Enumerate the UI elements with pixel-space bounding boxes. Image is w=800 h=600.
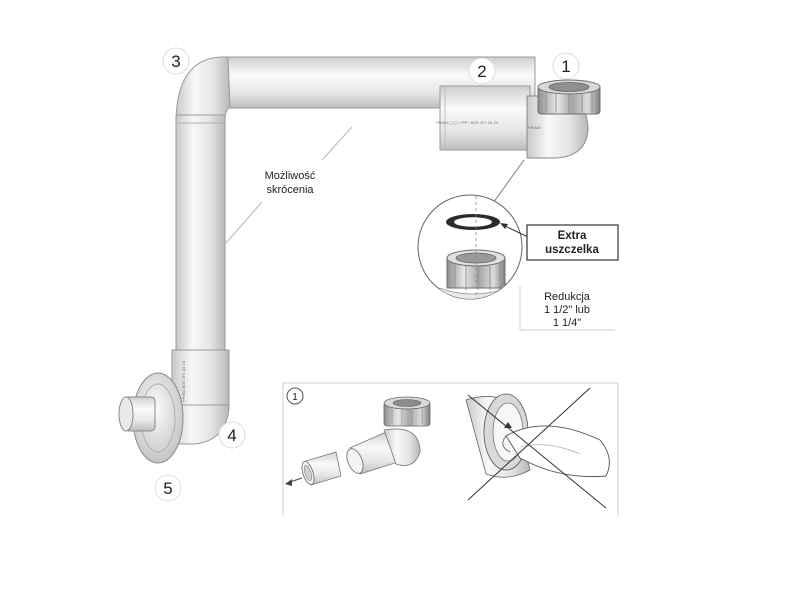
elbow-brand-marking: PRIMA [528, 125, 541, 130]
reduction-line2: 1 1/2" lub [544, 304, 590, 316]
callout-5: 5 [154, 474, 182, 502]
svg-text:5: 5 [163, 479, 172, 498]
upper-pipe-marking: PRIMA ◯◯ +PP+ BDE 2F1 04 24 [436, 120, 499, 125]
detail-leader-line [492, 159, 525, 204]
callout-1: 1 [552, 52, 580, 80]
extra-gasket-box: Extra uszczelka [526, 224, 619, 261]
lower-pipe-marking: PRIMA BDE 2F1 04 24 [181, 360, 186, 402]
svg-text:1: 1 [561, 57, 570, 76]
reduction-line3: 1 1/4" [553, 317, 581, 329]
assembly-detail-panel: 1 [282, 382, 619, 516]
svg-text:1: 1 [292, 392, 298, 403]
svg-text:4: 4 [227, 426, 236, 445]
gasket-arrow [500, 223, 529, 238]
extra-gasket-line2: uszczelka [545, 244, 599, 256]
detail-panel-number: 1 [286, 387, 304, 405]
vertical-pipe [175, 114, 226, 356]
gasket-detail-magnifier [417, 194, 523, 300]
shortening-label-line1: Możliwość [265, 170, 316, 182]
sleeve-connector: PRIMA ◯◯ +PP+ BDE 2F1 04 24 [436, 85, 531, 151]
extra-gasket-line1: Extra [558, 230, 587, 242]
wall-flange [118, 372, 184, 464]
callout-3: 3 [162, 47, 190, 75]
svg-text:3: 3 [171, 52, 180, 71]
lower-sleeve: PRIMA BDE 2F1 04 24 [171, 349, 230, 409]
insert-ring-part [301, 451, 342, 486]
elbow-nut-fitting: PRIMA [526, 79, 601, 159]
svg-text:2: 2 [477, 62, 486, 81]
callout-4: 4 [218, 421, 246, 449]
insert-direction-arrow [285, 477, 303, 486]
shortening-leader [225, 126, 353, 244]
elbow-part [346, 396, 431, 475]
reduction-line1: Redukcja [544, 291, 591, 303]
reduction-label: Redukcja 1 1/2" lub 1 1/4" [519, 286, 615, 331]
callout-2: 2 [468, 57, 496, 85]
shortening-label-line2: skrócenia [266, 184, 314, 196]
finger-insert-illustration [465, 387, 610, 509]
